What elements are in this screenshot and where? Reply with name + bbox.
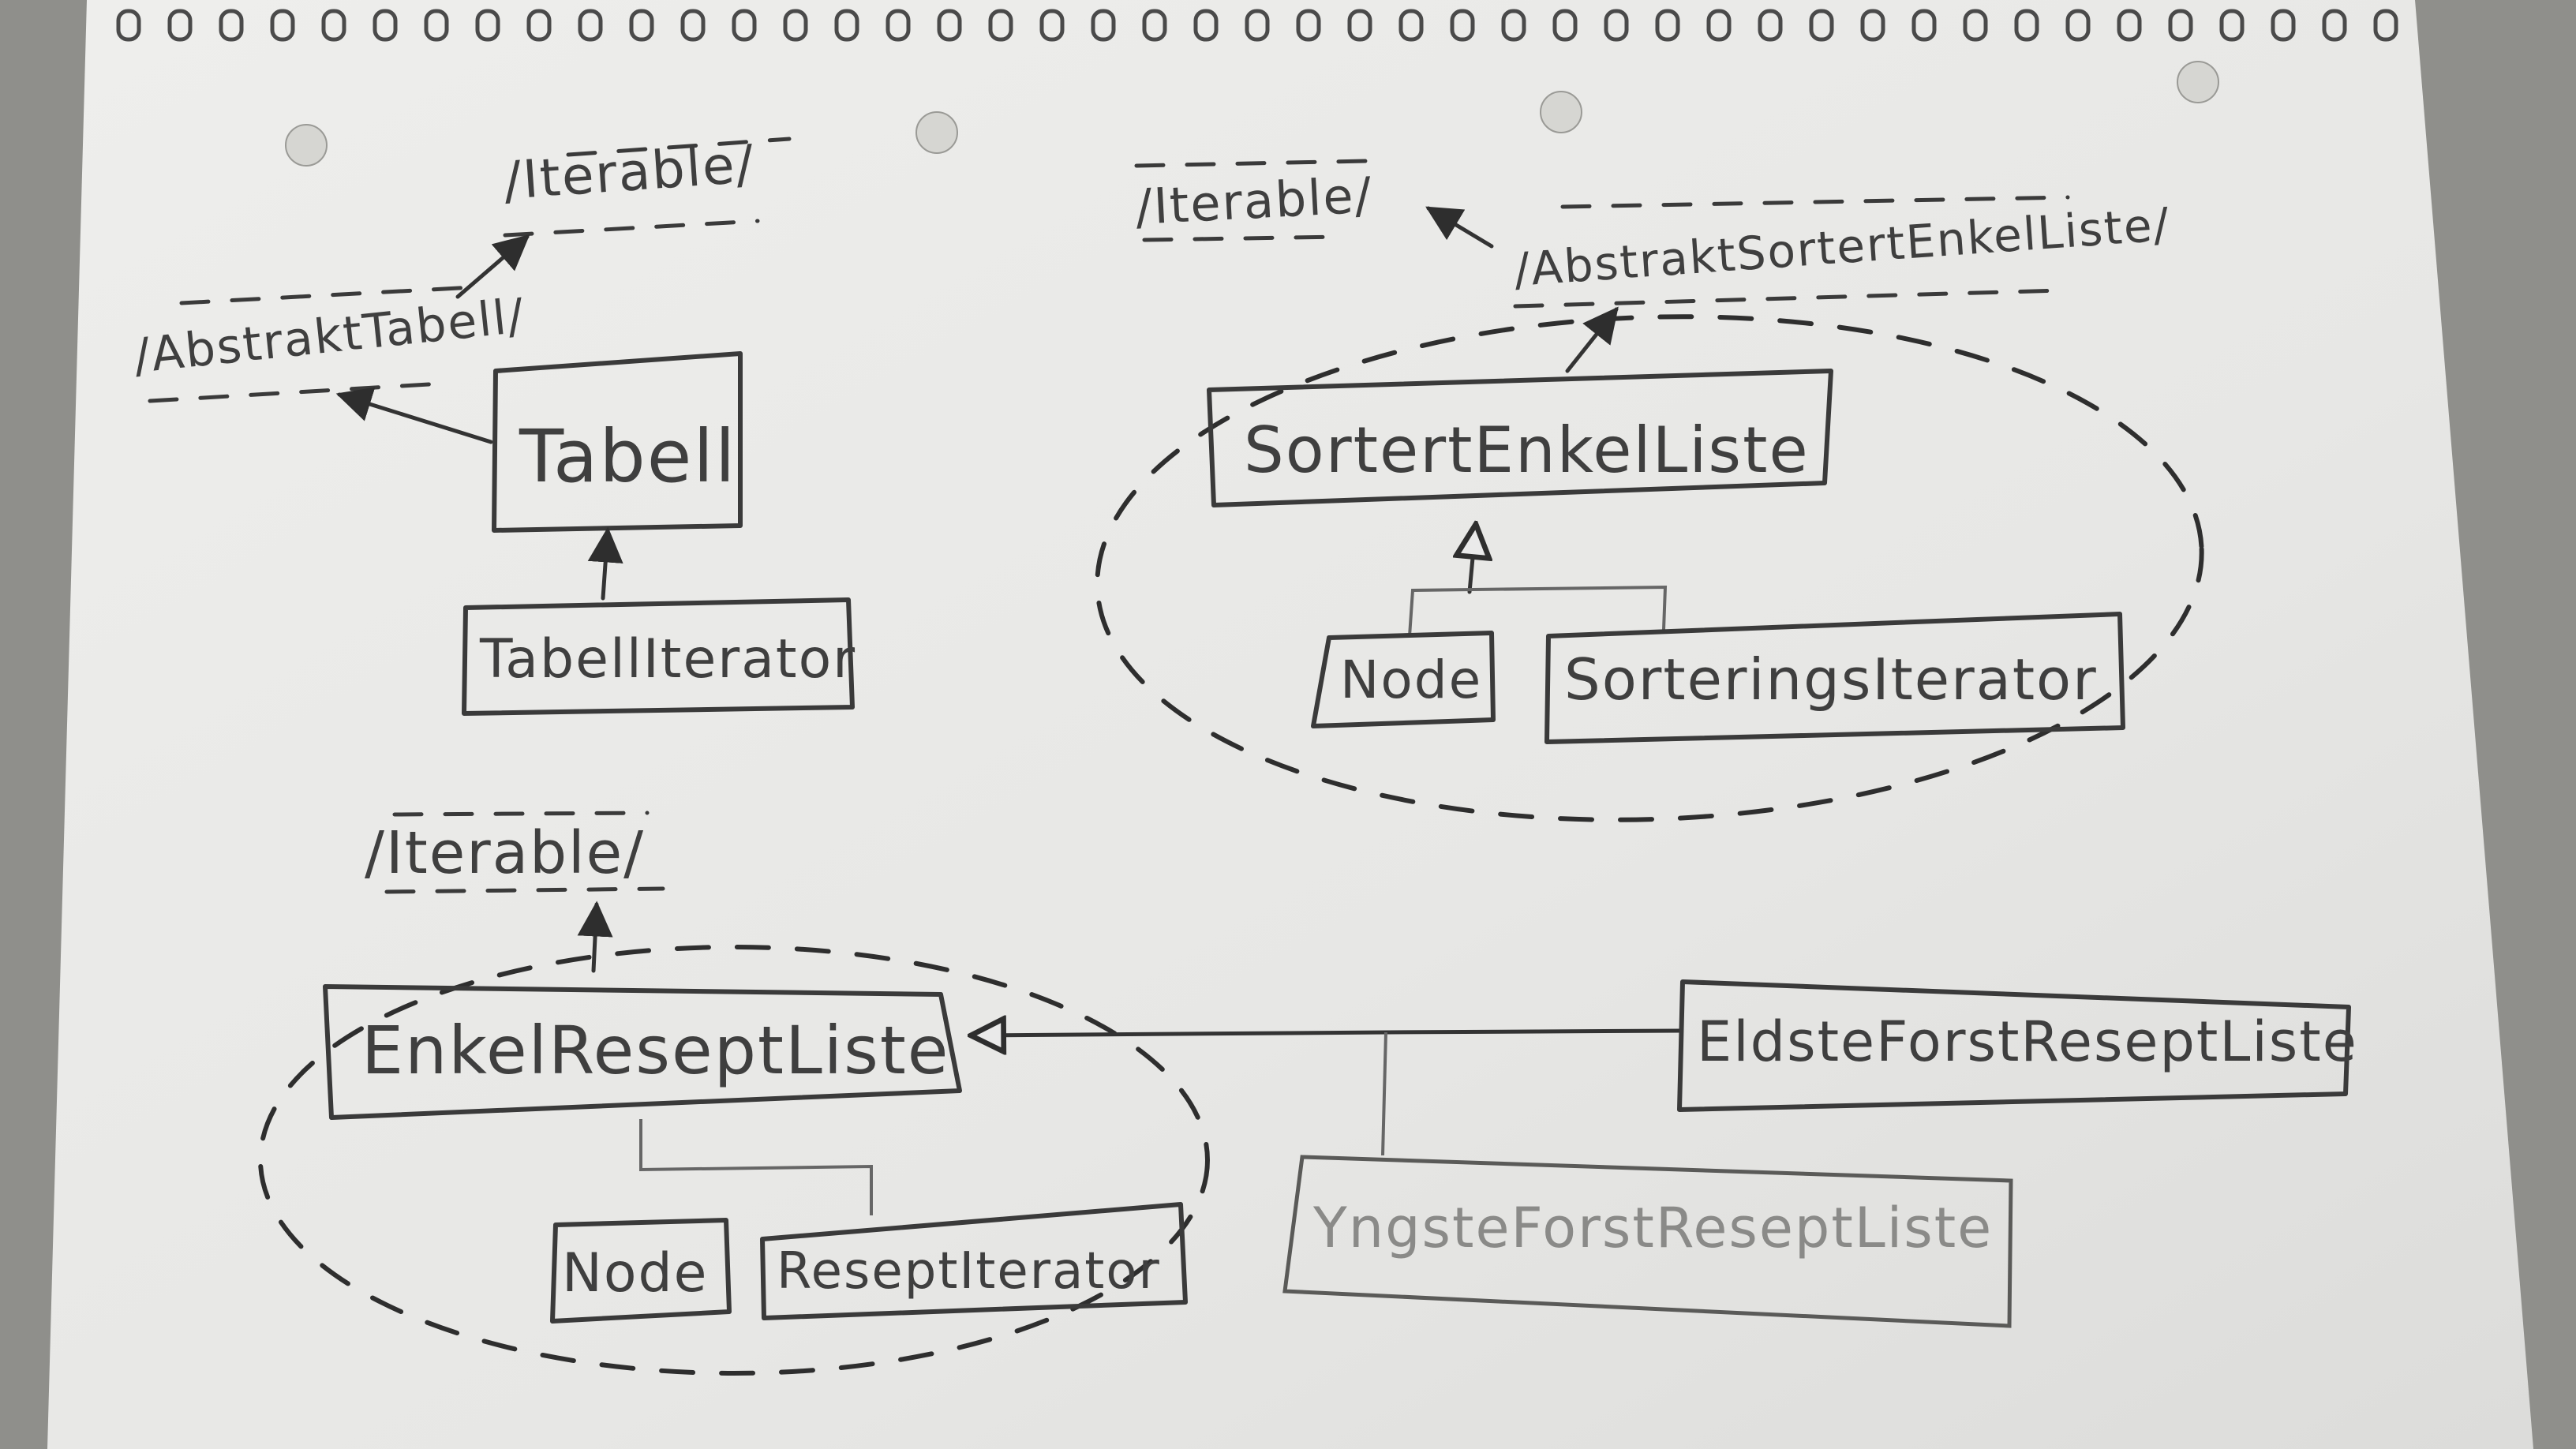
sorterings-iterator-label: SorteringsIterator <box>1564 646 2098 713</box>
abstrakt-sortert-to-iterable-arrow <box>1425 206 1494 249</box>
spiral-ring <box>988 9 1013 42</box>
sortert-inner-class-arrow <box>1470 524 1476 594</box>
resept-iterator-class-box: ReseptIterator <box>760 1202 1188 1320</box>
node-class-box-2: Node <box>550 1218 732 1324</box>
spiral-ring <box>219 9 244 42</box>
spiral-ring <box>2117 9 2142 42</box>
spiral-ring <box>1911 9 1937 42</box>
eldste-forst-resept-liste-class-box: EldsteForstReseptListe <box>1677 979 2358 1112</box>
spiral-ring <box>1655 9 1680 42</box>
spiral-ring <box>321 9 346 42</box>
iterable-interface-2: /Iterable/ <box>1134 159 1374 242</box>
spiral-ring <box>270 9 295 42</box>
spiral-ring <box>1604 9 1629 42</box>
spiral-ring <box>937 9 962 42</box>
spiral-ring <box>680 9 706 42</box>
sortert-enkel-liste-label: SortertEnkelListe <box>1244 414 1810 487</box>
tabell-class-box: Tabell <box>492 351 743 533</box>
node-class-box-1: Node <box>1311 631 1496 728</box>
sortert-enkel-liste-class-box: SortertEnkelListe <box>1207 369 1833 507</box>
paper-sheet <box>47 0 2533 1449</box>
yngste-forst-resept-liste-class-box: YngsteForstReseptListe <box>1282 1155 2013 1328</box>
spiral-ring <box>1706 9 1732 42</box>
iterable-interface-3: /Iterable/ <box>365 811 665 894</box>
tabell-iterator-label: TabellIterator <box>479 628 856 691</box>
spiral-ring <box>834 9 859 42</box>
eldste-forst-resept-liste-label: EldsteForstReseptListe <box>1697 1009 2358 1074</box>
spiral-ring <box>1450 9 1475 42</box>
spiral-ring <box>424 9 449 42</box>
spiral-ring <box>2014 9 2039 42</box>
tabell-label: Tabell <box>519 414 736 499</box>
iterable-label-2: /Iterable/ <box>1134 166 1374 236</box>
enkel-resept-liste-class-box: EnkelReseptListe <box>323 984 962 1120</box>
spiral-ring <box>2168 9 2193 42</box>
spiral-ring <box>1039 9 1065 42</box>
spiral-ring <box>116 9 141 42</box>
spiral-ring <box>1091 9 1116 42</box>
sortert-to-abstrakt-arrow <box>1565 306 1619 373</box>
spiral-ring <box>1347 9 1372 42</box>
enkel-resept-liste-label: EnkelReseptListe <box>361 1012 949 1089</box>
spiral-ring <box>2219 9 2245 42</box>
tabell-iterator-to-tabell-arrow <box>587 526 623 601</box>
spiral-ring <box>2322 9 2347 42</box>
node-label-2: Node <box>562 1242 708 1305</box>
punch-holes <box>285 61 2219 167</box>
sortert-inner-class-connector <box>1408 585 1668 637</box>
iterable-label-3: /Iterable/ <box>365 819 645 887</box>
tabell-iterator-class-box: TabellIterator <box>462 597 856 716</box>
node-label-1: Node <box>1340 650 1482 710</box>
spiral-binding <box>116 9 2398 42</box>
spiral-ring <box>578 9 603 42</box>
spiral-ring <box>1809 9 1834 42</box>
spiral-ring <box>783 9 808 42</box>
spiral-ring <box>1758 9 1783 42</box>
spiral-ring <box>2373 9 2398 42</box>
resept-inner-class-connector <box>639 1119 873 1215</box>
sortert-package-outline <box>1095 314 2204 822</box>
spiral-ring <box>167 9 193 42</box>
spiral-ring <box>2065 9 2091 42</box>
spiral-ring <box>629 9 654 42</box>
spiral-ring <box>1193 9 1219 42</box>
resept-group: /Iterable/ EnkelReseptListe Node ReseptI… <box>258 811 2358 1376</box>
resept-iterator-label: ReseptIterator <box>777 1242 1161 1301</box>
spiral-ring <box>1552 9 1578 42</box>
spiral-ring <box>732 9 757 42</box>
spiral-ring <box>526 9 552 42</box>
spiral-ring <box>1963 9 1988 42</box>
yngste-forst-resept-liste-label: YngsteForstReseptListe <box>1312 1196 1993 1260</box>
tabell-to-abstrakt-tabell-arrow <box>335 387 493 444</box>
resept-package-outline <box>258 945 1210 1376</box>
spiral-ring <box>886 9 911 42</box>
spiral-ring <box>1398 9 1424 42</box>
spiral-ring <box>2271 9 2296 42</box>
spiral-ring <box>1245 9 1270 42</box>
spiral-ring <box>1142 9 1167 42</box>
enkel-resept-to-iterable-arrow <box>577 900 613 973</box>
spiral-ring <box>1501 9 1526 42</box>
spiral-ring <box>475 9 500 42</box>
spiral-ring <box>373 9 398 42</box>
abstrakt-tabell-to-iterable-arrow <box>455 234 530 299</box>
spiral-ring <box>1860 9 1885 42</box>
spiral-ring <box>1296 9 1321 42</box>
yngste-connector <box>1381 1032 1387 1156</box>
subclasses-to-enkel-resept-arrow <box>971 1031 1683 1035</box>
sorterings-iterator-class-box: SorteringsIterator <box>1544 612 2125 744</box>
